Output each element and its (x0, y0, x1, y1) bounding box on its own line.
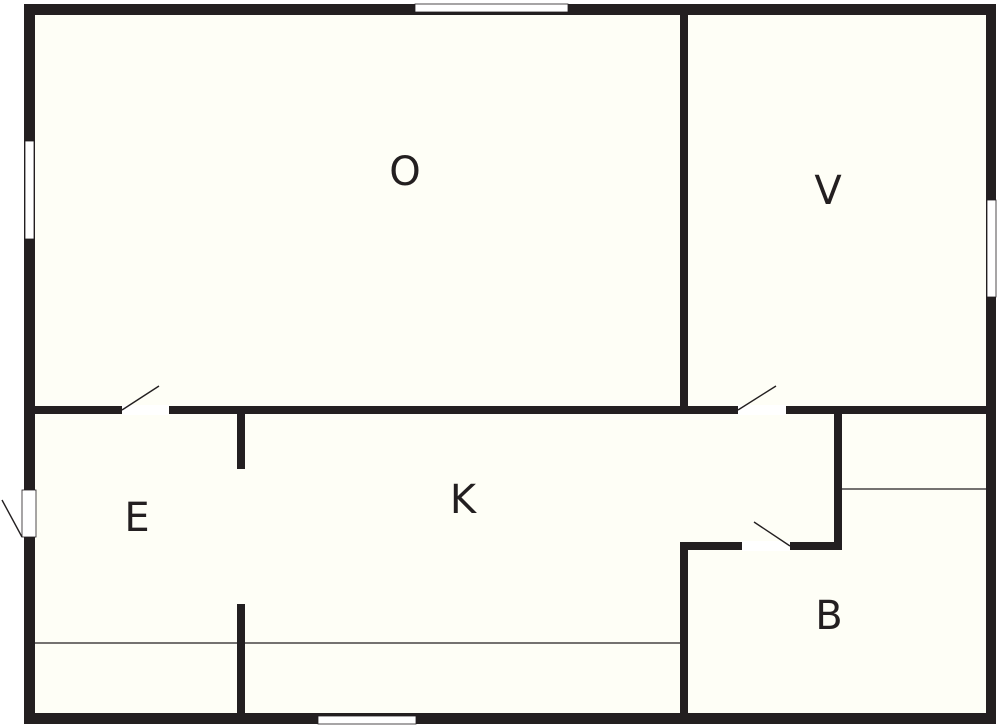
entrance-door-frame (21, 489, 37, 538)
outer-wall-bottom (24, 713, 996, 724)
wall-e-k-upper (237, 414, 245, 469)
floor-area (24, 4, 996, 724)
window-top (414, 3, 569, 13)
door-gap-k-b (742, 541, 790, 551)
door-swing-e-o (121, 385, 160, 411)
window-bottom (317, 715, 417, 725)
wall-bath-left (680, 542, 688, 713)
room-label-v: V (814, 168, 842, 214)
room-label-b: B (815, 593, 842, 639)
window-left (24, 140, 35, 240)
room-label-e: E (124, 495, 149, 541)
window-right (986, 199, 997, 298)
outer-wall-right (986, 4, 996, 724)
wall-o-v-divider (680, 15, 688, 413)
door-gap-e-o (122, 405, 169, 415)
door-swing-k-b (753, 521, 791, 547)
room-label-o: O (389, 149, 420, 195)
door-swing-k-v (737, 385, 777, 411)
outer-wall-left (24, 4, 35, 724)
door-swing-entrance (1, 499, 23, 538)
wall-bath-right (834, 414, 842, 549)
wall-e-k-lower (237, 604, 245, 713)
door-gap-k-v (738, 405, 786, 415)
room-label-k: K (450, 477, 478, 523)
wall-horizontal-main (35, 406, 986, 414)
